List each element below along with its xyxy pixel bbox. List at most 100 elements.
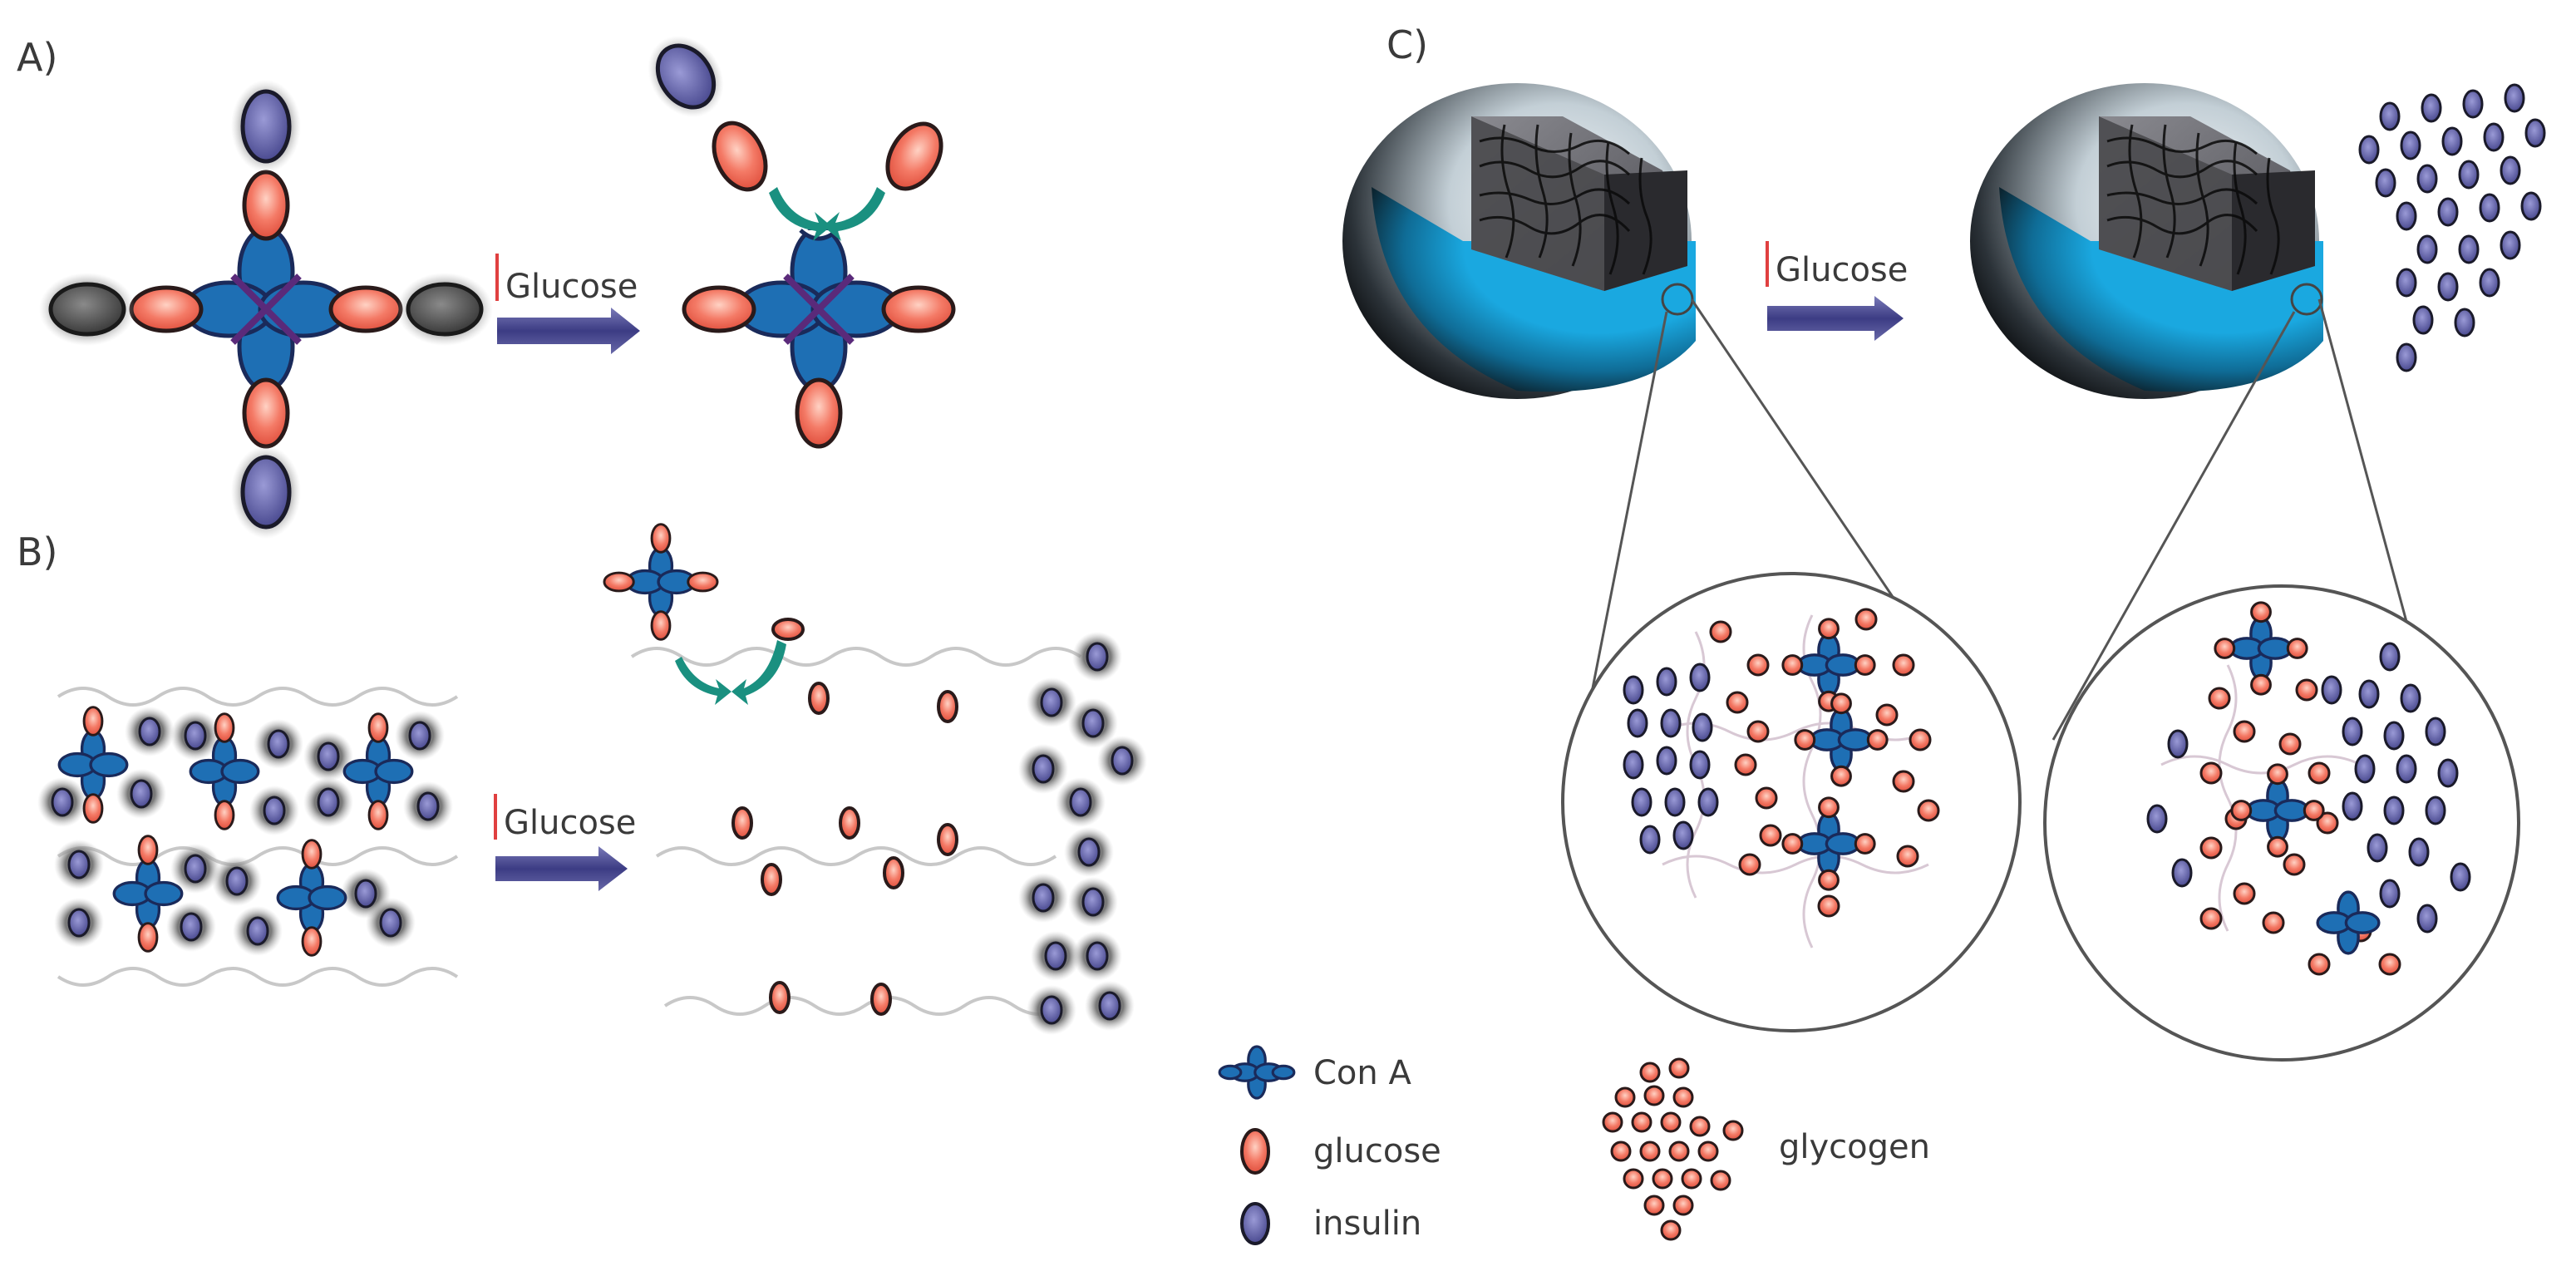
glucose-icon: [937, 690, 958, 723]
panel-a: A): [17, 35, 956, 539]
free-glucose-group: [731, 618, 958, 1016]
con-a-small: [1794, 692, 1889, 787]
binding-arrows: [769, 187, 885, 241]
legend: Con A glucose insulin glycogen: [1218, 1045, 1930, 1245]
legend-glycogen: glycogen: [1602, 1057, 1930, 1241]
insulin-icon: [416, 791, 440, 821]
legend-glucose-label: glucose: [1313, 1132, 1441, 1170]
insulin-icon: [263, 796, 286, 825]
insulin-icon: [180, 912, 203, 942]
insulin-icon: [1032, 883, 1055, 913]
insulin-icon: [1098, 991, 1121, 1021]
insulin-icon: [1081, 708, 1105, 738]
con-a-small: [2316, 890, 2381, 955]
released-insulin-cloud: [2358, 83, 2546, 372]
insulin-icon: [67, 908, 91, 938]
insulin-icon: [130, 779, 153, 809]
insulin-icon: [1032, 754, 1055, 784]
con-a-complex-released: [682, 226, 956, 449]
glucose-arrow-b: Glucose: [494, 794, 636, 891]
gel-insulin-cluster: [37, 707, 453, 956]
insulin-icon: [317, 787, 340, 817]
con-a-small: [1781, 796, 1876, 891]
glucose-icon: [885, 121, 943, 191]
con-a-icon: [183, 226, 349, 392]
insulin-icon: [184, 721, 207, 751]
gel-con-a-cluster: [57, 523, 719, 957]
insulin-icon: [1240, 1202, 1270, 1245]
hydrogel-sphere-left: [1342, 83, 1696, 399]
glucose-arrow-label: Glucose: [1776, 251, 1908, 289]
binding-arrows-b: [675, 640, 786, 705]
polymer-chains: [57, 647, 1082, 1016]
insulin-icon: [1081, 887, 1105, 917]
con-a-complex-bound: [39, 80, 493, 539]
hydrogel-sphere-right: [1970, 83, 2323, 399]
glucose-icon: [761, 863, 782, 896]
con-a-small: [2214, 601, 2308, 696]
zoom-circle-left: [1561, 572, 2022, 1032]
glycogen-icon: [1602, 1057, 1744, 1241]
glucose-icon: [682, 285, 756, 333]
dark-molecule-icon: [406, 282, 484, 337]
panel-b-label: B): [17, 530, 58, 574]
glucose-icon: [771, 618, 805, 641]
legend-glycogen-label: glycogen: [1779, 1128, 1930, 1166]
insulin-icon: [655, 43, 717, 110]
insulin-icon: [246, 916, 269, 946]
glucose-arrow-c: Glucose: [1766, 241, 1908, 341]
insulin-icon: [408, 721, 431, 751]
glucose-icon: [328, 285, 403, 333]
insulin-icon: [184, 854, 207, 884]
insulin-icon: [1040, 995, 1063, 1025]
glucose-arrow-label: Glucose: [504, 804, 636, 842]
dark-molecule-icon: [48, 282, 126, 337]
insulin-icon: [240, 89, 292, 164]
glucose-icon: [883, 856, 904, 889]
legend-insulin: insulin: [1240, 1202, 1421, 1245]
insulin-icon: [1086, 642, 1109, 672]
panel-c-label: C): [1387, 22, 1428, 67]
insulin-icon: [379, 908, 402, 938]
released-pair: [648, 36, 943, 192]
glucose-icon: [870, 983, 892, 1016]
insulin-icon: [1069, 787, 1092, 817]
glucose-icon: [731, 806, 753, 840]
glucose-icon: [129, 285, 204, 333]
insulin-icon: [1086, 941, 1109, 971]
panel-c: C) Glucose: [1342, 22, 2546, 1062]
glucose-icon: [795, 377, 843, 449]
glucose-arrow-label: Glucose: [505, 268, 638, 306]
glucose-icon: [712, 121, 768, 192]
insulin-icon: [317, 741, 340, 771]
con-a-small: [1781, 618, 1876, 712]
insulin-icon: [267, 729, 290, 759]
insulin-icon: [51, 787, 74, 817]
glucose-icon: [1240, 1128, 1270, 1175]
insulin-icon: [138, 717, 161, 746]
con-a-icon: [1218, 1045, 1296, 1100]
glucose-arrow-a: Glucose: [495, 254, 640, 354]
released-insulin-column: [1018, 632, 1147, 1035]
insulin-icon: [240, 455, 292, 530]
insulin-icon: [225, 866, 249, 896]
legend-glucose: glucose: [1240, 1128, 1441, 1175]
insulin-icon: [354, 879, 377, 909]
legend-insulin-label: insulin: [1313, 1205, 1421, 1243]
zoom-circle-right: [2043, 584, 2520, 1062]
insulin-icon: [67, 850, 91, 879]
legend-con-a-label: Con A: [1313, 1054, 1411, 1092]
con-a-small: [2230, 763, 2325, 858]
glucose-icon: [242, 377, 290, 449]
insulin-icon: [1044, 941, 1067, 971]
glucose-icon: [881, 285, 956, 333]
glucose-icon: [242, 170, 290, 241]
glucose-icon: [769, 981, 791, 1014]
glucose-icon: [937, 823, 958, 856]
glucose-icon: [839, 806, 860, 840]
glucose-icon: [808, 682, 830, 715]
insulin-icon: [1040, 687, 1063, 717]
legend-con-a: Con A: [1218, 1045, 1411, 1100]
panel-a-label: A): [17, 35, 57, 80]
